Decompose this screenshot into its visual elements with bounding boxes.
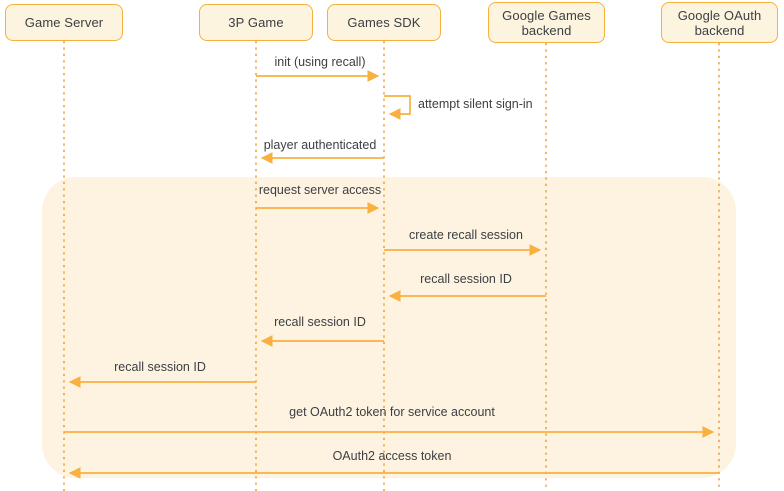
participant-box-third-party-game: 3P Game — [199, 4, 313, 41]
message-label-msg-attempt-silent-sign-in: attempt silent sign-in — [418, 97, 533, 111]
message-label-msg-recall-session-id-server: recall session ID — [114, 360, 206, 374]
participant-label: 3P Game — [228, 15, 284, 30]
recall-highlight-region — [42, 177, 736, 478]
participant-box-google-games-backend: Google Games backend — [488, 2, 605, 43]
message-arrow-msg-attempt-silent-sign-in — [384, 95, 411, 120]
participant-label: Google Games backend — [502, 7, 591, 38]
message-label-msg-recall-session-id-backend: recall session ID — [420, 272, 512, 286]
message-label-msg-init: init (using recall) — [274, 55, 366, 69]
message-label-msg-recall-session-id-game: recall session ID — [274, 315, 366, 329]
participant-box-game-server: Game Server — [5, 4, 123, 41]
message-label-msg-player-authenticated: player authenticated — [263, 138, 377, 152]
lifelines-group — [63, 41, 720, 491]
participant-box-google-oauth-backend: Google OAuth backend — [661, 2, 778, 43]
participant-box-games-sdk: Games SDK — [327, 4, 441, 41]
message-label-msg-request-server-access: request server access — [258, 183, 382, 197]
participant-label: Games SDK — [347, 15, 421, 30]
message-label-msg-create-recall-session: create recall session — [409, 228, 523, 242]
participant-label: Game Server — [24, 15, 104, 30]
message-label-msg-get-oauth2-token: get OAuth2 token for service account — [289, 405, 495, 419]
messages-group — [64, 70, 719, 479]
message-label-msg-oauth2-access-token: OAuth2 access token — [332, 449, 452, 463]
participant-label: Google OAuth backend — [677, 7, 762, 38]
